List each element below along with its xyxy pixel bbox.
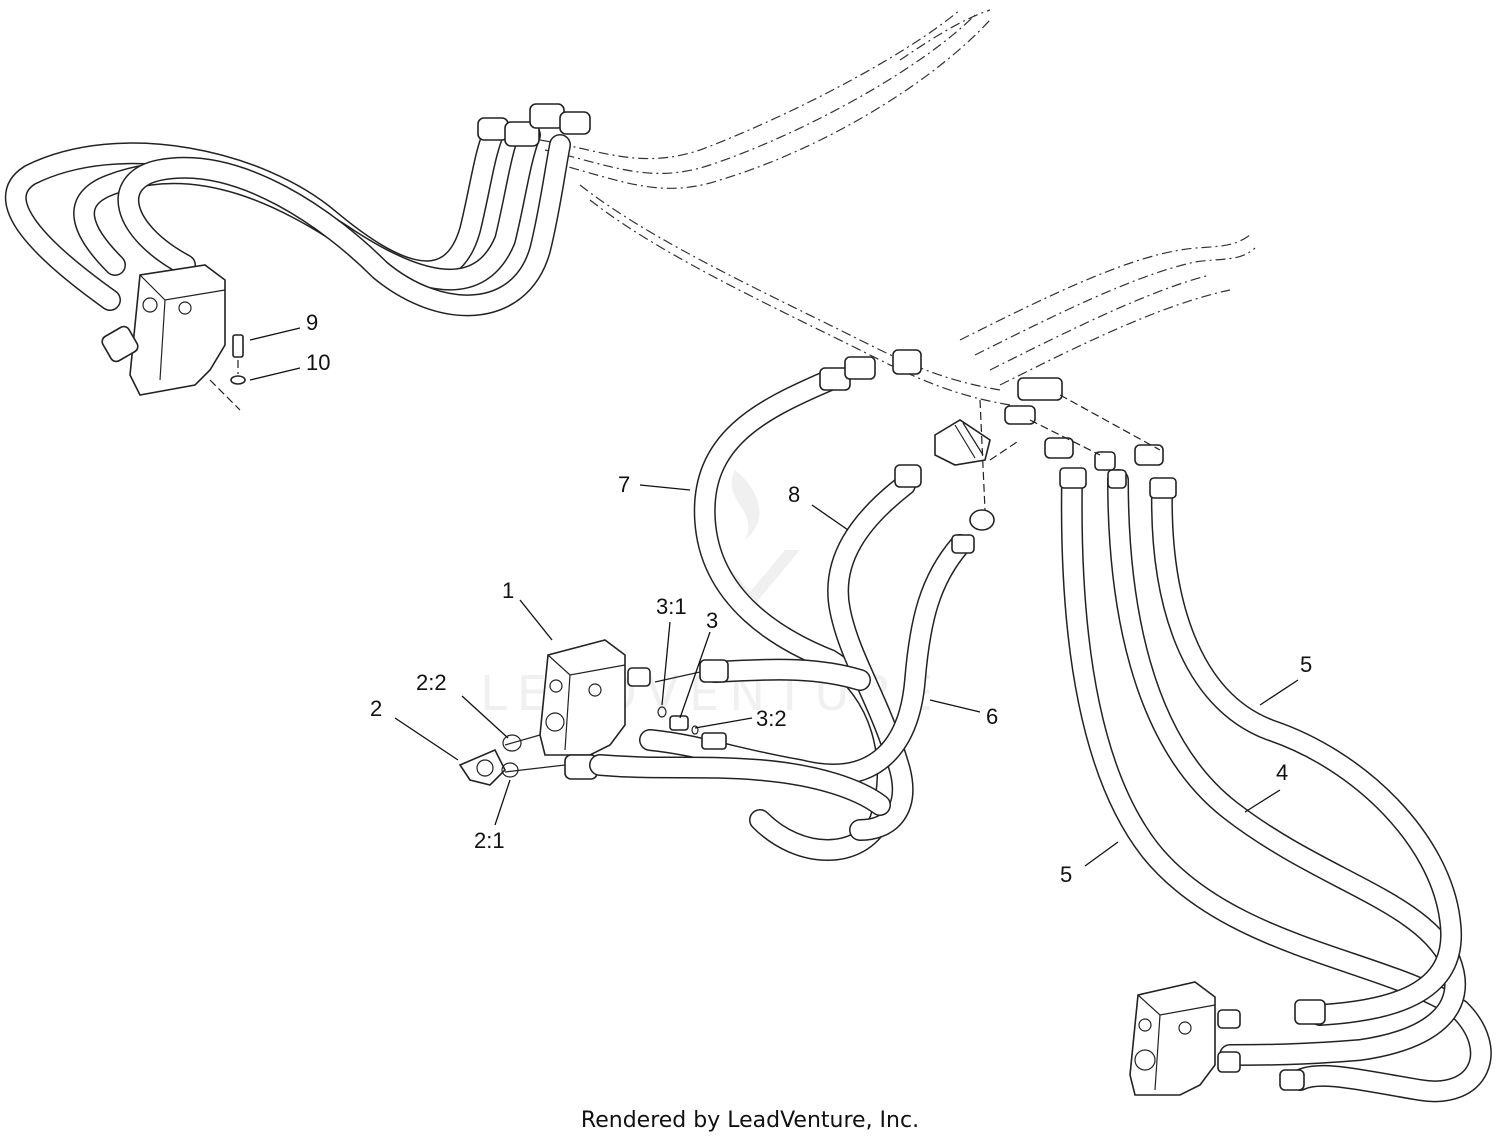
callout-4: 4 (1276, 760, 1288, 785)
adapter-fittings (657, 706, 727, 750)
hose-6 (639, 509, 995, 786)
callout-3-2: 3:2 (756, 706, 787, 731)
callout-8: 8 (788, 482, 800, 507)
callout-2: 2 (370, 696, 382, 721)
pump-upper-left (101, 264, 241, 411)
callout-5-upper: 5 (1300, 652, 1312, 677)
callout-2-2: 2:2 (416, 670, 447, 695)
hoses-right (1004, 377, 1492, 1103)
callout-6: 6 (986, 704, 998, 729)
pump-center (539, 639, 891, 816)
callout-2-1: 2:1 (474, 828, 505, 853)
elbow-fitting (458, 734, 566, 786)
callout-1: 1 (502, 578, 514, 603)
frame-tubes (539, 9, 1256, 406)
bolt-and-washer (230, 334, 246, 385)
callout-9: 9 (306, 310, 318, 335)
pump-lower-right (1129, 981, 1326, 1096)
callout-7: 7 (618, 472, 630, 497)
callout-3-1: 3:1 (656, 594, 687, 619)
callout-3: 3 (706, 608, 718, 633)
leader-lines (249, 327, 1299, 867)
hose-7 (693, 349, 922, 861)
callout-10: 10 (306, 350, 330, 375)
callout-labels: 1 2 2:1 2:2 3 3:1 3:2 4 5 5 6 7 8 9 10 (306, 310, 1312, 887)
footer-credit: Rendered by LeadVenture, Inc. (580, 1108, 920, 1133)
top-fittings (477, 103, 591, 147)
hoses-left-top (4, 119, 571, 317)
callout-5-lower: 5 (1060, 862, 1072, 887)
hose-8 (827, 399, 1021, 841)
